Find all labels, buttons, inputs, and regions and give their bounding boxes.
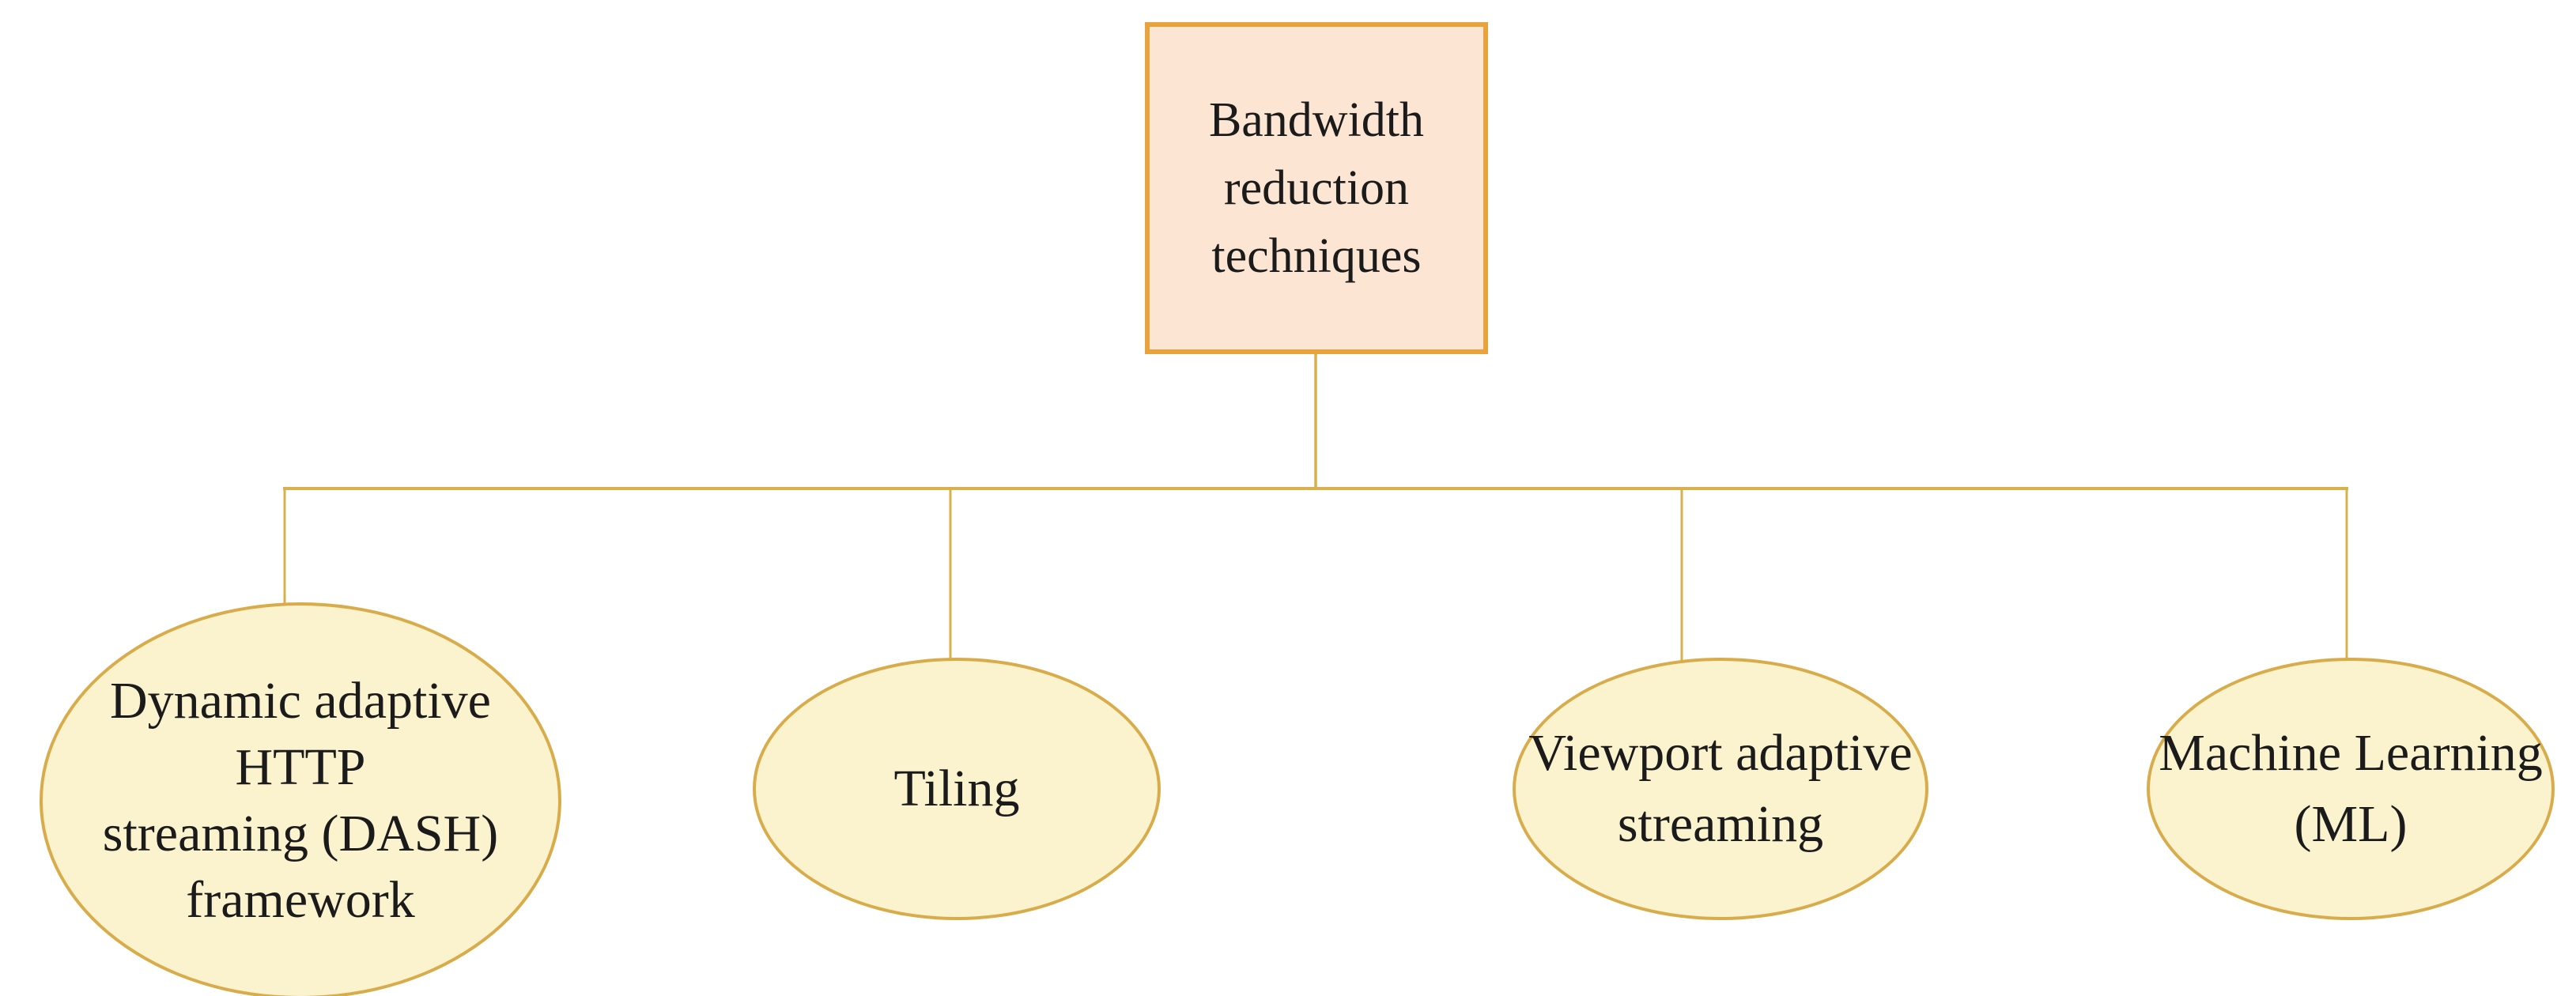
child-node-label-line: Tiling [893,760,1020,817]
child-node-label-line: (ML) [2294,795,2408,853]
child-node-label-line: Viewport adaptive [1528,724,1913,782]
child-node-label-line: Machine Learning [2159,724,2543,782]
child-node-label-line: streaming (DASH) [102,805,499,862]
root-node-bandwidth-reduction-techniques: Bandwidth reduction techniques [1145,22,1488,354]
child-node-label-line: HTTP [235,738,366,796]
child-node-machine-learning: Machine Learning (ML) [2147,658,2555,920]
child-node-viewport-adaptive-streaming: Viewport adaptive streaming [1513,658,1928,920]
root-node-label-line: reduction [1223,161,1410,215]
child-node-dash-framework: Dynamic adaptive HTTP streaming (DASH) f… [40,602,561,996]
root-node-label-line: Bandwidth [1208,93,1425,147]
root-node-label-line: techniques [1211,229,1422,283]
child-node-label-line: Dynamic adaptive [110,672,491,730]
child-node-label-line: streaming [1617,795,1824,853]
child-node-label-line: framework [186,871,415,929]
child-node-tiling: Tiling [753,658,1161,920]
